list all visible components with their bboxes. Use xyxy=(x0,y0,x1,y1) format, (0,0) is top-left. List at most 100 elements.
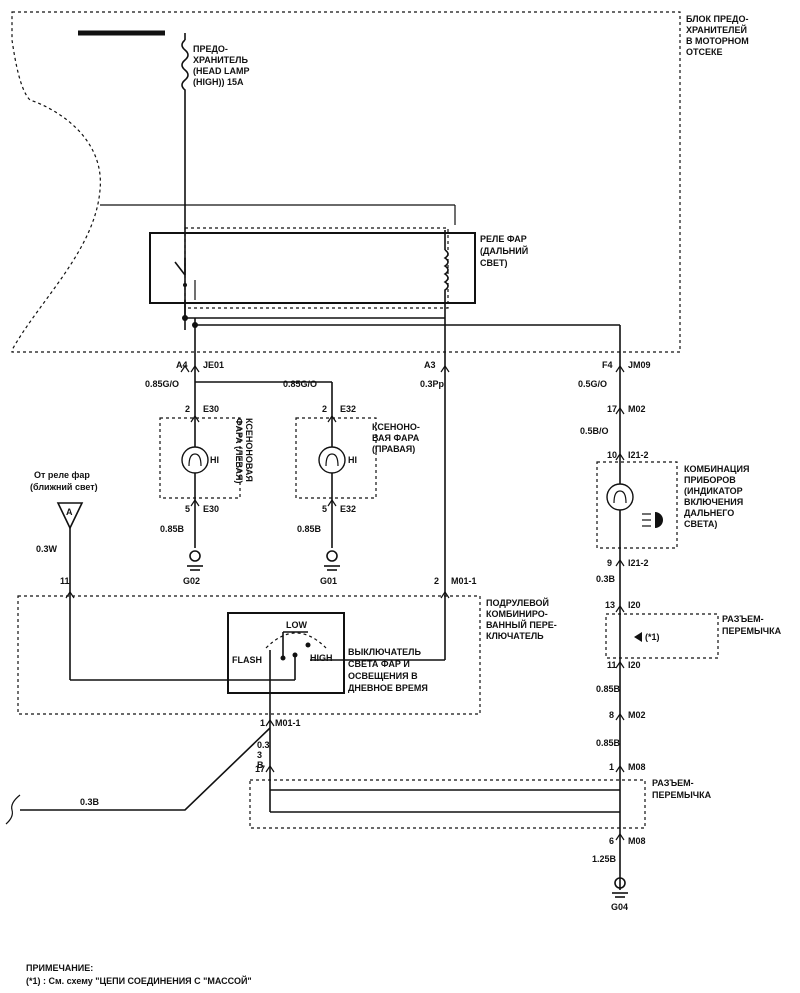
jumper2-region xyxy=(249,779,646,829)
pin-2-m01: 2 xyxy=(434,576,439,586)
fuse-box-title: БЛОК ПРЕДО- ХРАНИТЕЛЕЙ В МОТОРНОМ ОТСЕКЕ xyxy=(686,14,749,57)
pin-6: 6 xyxy=(609,836,614,846)
low-beam-ref-label: От реле фар (ближний свет) xyxy=(30,470,98,492)
conn-e32-top: E32 xyxy=(340,404,356,414)
conn-f4: F4 xyxy=(602,360,613,370)
conn-m02-a: M02 xyxy=(628,404,646,414)
conn-m08-a: M08 xyxy=(628,762,646,772)
conn-a4: A4 xyxy=(176,360,188,370)
cluster-label: КОМБИНАЦИЯ ПРИБОРОВ (ИНДИКАТОР ВКЛЮЧЕНИЯ… xyxy=(684,464,749,529)
wire-0.5bo: 0.5B/O xyxy=(580,426,609,436)
multifunction-label: ПОДРУЛЕВОЙ КОМБИНИРО- ВАННЫЙ ПЕРЕ- КЛЮЧА… xyxy=(486,597,557,641)
left-headlamp-bulb xyxy=(181,446,209,474)
svg-text:СВЕТА ФАР И: СВЕТА ФАР И xyxy=(348,659,410,669)
pin-9: 9 xyxy=(607,558,612,568)
wire-0.85b-b: 0.85B xyxy=(596,738,621,748)
svg-text:СВЕТ): СВЕТ) xyxy=(480,258,508,268)
ground-g01-icon xyxy=(324,550,340,571)
svg-text:ФАРА (ЛЕВАЯ): ФАРА (ЛЕВАЯ) xyxy=(234,418,244,484)
right-headlamp-label: КСЕНОНО- ВАЯ ФАРА (ПРАВАЯ) xyxy=(372,422,420,454)
pin-2-right: 2 xyxy=(322,404,327,414)
conn-m08-b: M08 xyxy=(628,836,646,846)
svg-text:ПРИМЕЧАНИЕ:: ПРИМЕЧАНИЕ: xyxy=(26,963,93,973)
svg-text:(HEAD LAMP: (HEAD LAMP xyxy=(193,66,250,76)
svg-text:От реле фар: От реле фар xyxy=(34,470,90,480)
wire-0.85b-a: 0.85B xyxy=(596,684,621,694)
conn-je01: JE01 xyxy=(203,360,224,370)
jumper2-label: РАЗЪЕМ- ПЕРЕМЫЧКА xyxy=(652,778,712,800)
svg-text:ПОДРУЛЕВОЙ: ПОДРУЛЕВОЙ xyxy=(486,597,549,608)
conn-e30-top: E30 xyxy=(203,404,219,414)
svg-text:КСЕНОНОВАЯ: КСЕНОНОВАЯ xyxy=(244,418,254,482)
svg-text:РАЗЪЕМ-: РАЗЪЕМ- xyxy=(652,778,694,788)
fuse-box-region xyxy=(11,11,681,353)
multifunction-switch-region xyxy=(17,595,481,715)
svg-text:ПЕРЕМЫЧКА: ПЕРЕМЫЧКА xyxy=(652,790,712,800)
conn-i20-a: I20 xyxy=(628,600,641,610)
svg-text:ВКЛЮЧЕНИЯ: ВКЛЮЧЕНИЯ xyxy=(684,497,743,507)
switch-label: ВЫКЛЮЧАТЕЛЬ СВЕТА ФАР И ОСВЕЩЕНИЯ В ДНЕВ… xyxy=(348,647,428,693)
pin-2-left: 2 xyxy=(185,404,190,414)
svg-text:ПЕРЕМЫЧКА: ПЕРЕМЫЧКА xyxy=(722,626,782,636)
svg-text:(ДАЛЬНИЙ: (ДАЛЬНИЙ xyxy=(480,245,528,256)
fuse-symbol xyxy=(181,39,189,92)
left-headlamp-hi: HI xyxy=(210,455,219,465)
svg-text:ДАЛЬНЕГО: ДАЛЬНЕГО xyxy=(684,508,734,518)
cluster-box xyxy=(596,461,678,549)
ground-g01-label: G01 xyxy=(320,576,337,586)
svg-text:РАЗЪЕМ-: РАЗЪЕМ- xyxy=(722,614,764,624)
switch-high: HIGH xyxy=(310,653,333,663)
conn-a3: A3 xyxy=(424,360,436,370)
pin-1-m01: 1 xyxy=(260,718,265,728)
conn-m01-1-a: M01-1 xyxy=(451,576,477,586)
relay-box xyxy=(149,232,476,304)
pin-17: 17 xyxy=(607,404,617,414)
wire-0.85b-right: 0.85B xyxy=(297,524,322,534)
svg-text:КЛЮЧАТЕЛЬ: КЛЮЧАТЕЛЬ xyxy=(486,631,544,641)
relay-label: РЕЛЕ ФАР (ДАЛЬНИЙ СВЕТ) xyxy=(480,234,528,268)
relay-coil xyxy=(443,249,449,300)
conn-e32-bot: E32 xyxy=(340,504,356,514)
conn-i21-2-b: I21-2 xyxy=(628,558,649,568)
connector-marks xyxy=(65,364,625,841)
svg-text:(*1) : См. схему "ЦЕПИ СОЕДИНЕ: (*1) : См. схему "ЦЕПИ СОЕДИНЕНИЯ С "МАС… xyxy=(26,975,252,986)
ground-g02-label: G02 xyxy=(183,576,200,586)
low-beam-marker-label: A xyxy=(66,507,73,517)
pin-13: 13 xyxy=(605,600,615,610)
svg-text:ХРАНИТЕЛЬ: ХРАНИТЕЛЬ xyxy=(193,55,248,65)
wire-0.85go-right: 0.85G/O xyxy=(283,379,317,389)
conn-i20-b: I20 xyxy=(628,660,641,670)
high-beam-indicator-icon xyxy=(642,512,663,528)
wire-0.3w: 0.3W xyxy=(36,544,58,554)
wire-0.85b-left: 0.85B xyxy=(160,524,185,534)
svg-text:СВЕТА): СВЕТА) xyxy=(684,519,717,529)
right-headlamp-hi: HI xyxy=(348,455,357,465)
jumper1-label: РАЗЪЕМ- ПЕРЕМЫЧКА xyxy=(722,614,782,636)
jumper1-region xyxy=(605,613,719,659)
svg-text:ПРЕДО-: ПРЕДО- xyxy=(193,44,228,54)
left-headlamp-box xyxy=(159,417,241,499)
svg-text:КСЕНОНО-: КСЕНОНО- xyxy=(372,422,420,432)
ground-g02-icon xyxy=(187,550,203,571)
svg-text:ОСВЕЩЕНИЯ В: ОСВЕЩЕНИЯ В xyxy=(348,671,418,681)
svg-text:БЛОК ПРЕДО-: БЛОК ПРЕДО- xyxy=(686,14,748,24)
jumper1-mark: (*1) xyxy=(645,632,660,642)
svg-text:РЕЛЕ ФАР: РЕЛЕ ФАР xyxy=(480,234,527,244)
wire-0.3pp: 0.3Pp xyxy=(420,379,445,389)
svg-text:ПРИБОРОВ: ПРИБОРОВ xyxy=(684,475,736,485)
right-headlamp-bulb xyxy=(318,446,346,474)
pin-5-right: 5 xyxy=(322,504,327,514)
cluster-indicator-bulb xyxy=(606,483,634,511)
wire-0.3b-left: 0.3B xyxy=(80,797,100,807)
headlamp-switch-box xyxy=(227,612,345,694)
conn-i21-2-a: I21-2 xyxy=(628,450,649,460)
svg-text:(ПРАВАЯ): (ПРАВАЯ) xyxy=(372,444,415,454)
pin-17-left: 17 xyxy=(255,764,265,774)
svg-text:КОМБИНИРО-: КОМБИНИРО- xyxy=(486,609,548,619)
conn-m01-1-b: M01-1 xyxy=(275,718,301,728)
svg-text:В МОТОРНОМ: В МОТОРНОМ xyxy=(686,36,749,46)
svg-text:(HIGH)) 15A: (HIGH)) 15A xyxy=(193,77,244,87)
svg-text:ВАННЫЙ ПЕРЕ-: ВАННЫЙ ПЕРЕ- xyxy=(486,619,557,630)
